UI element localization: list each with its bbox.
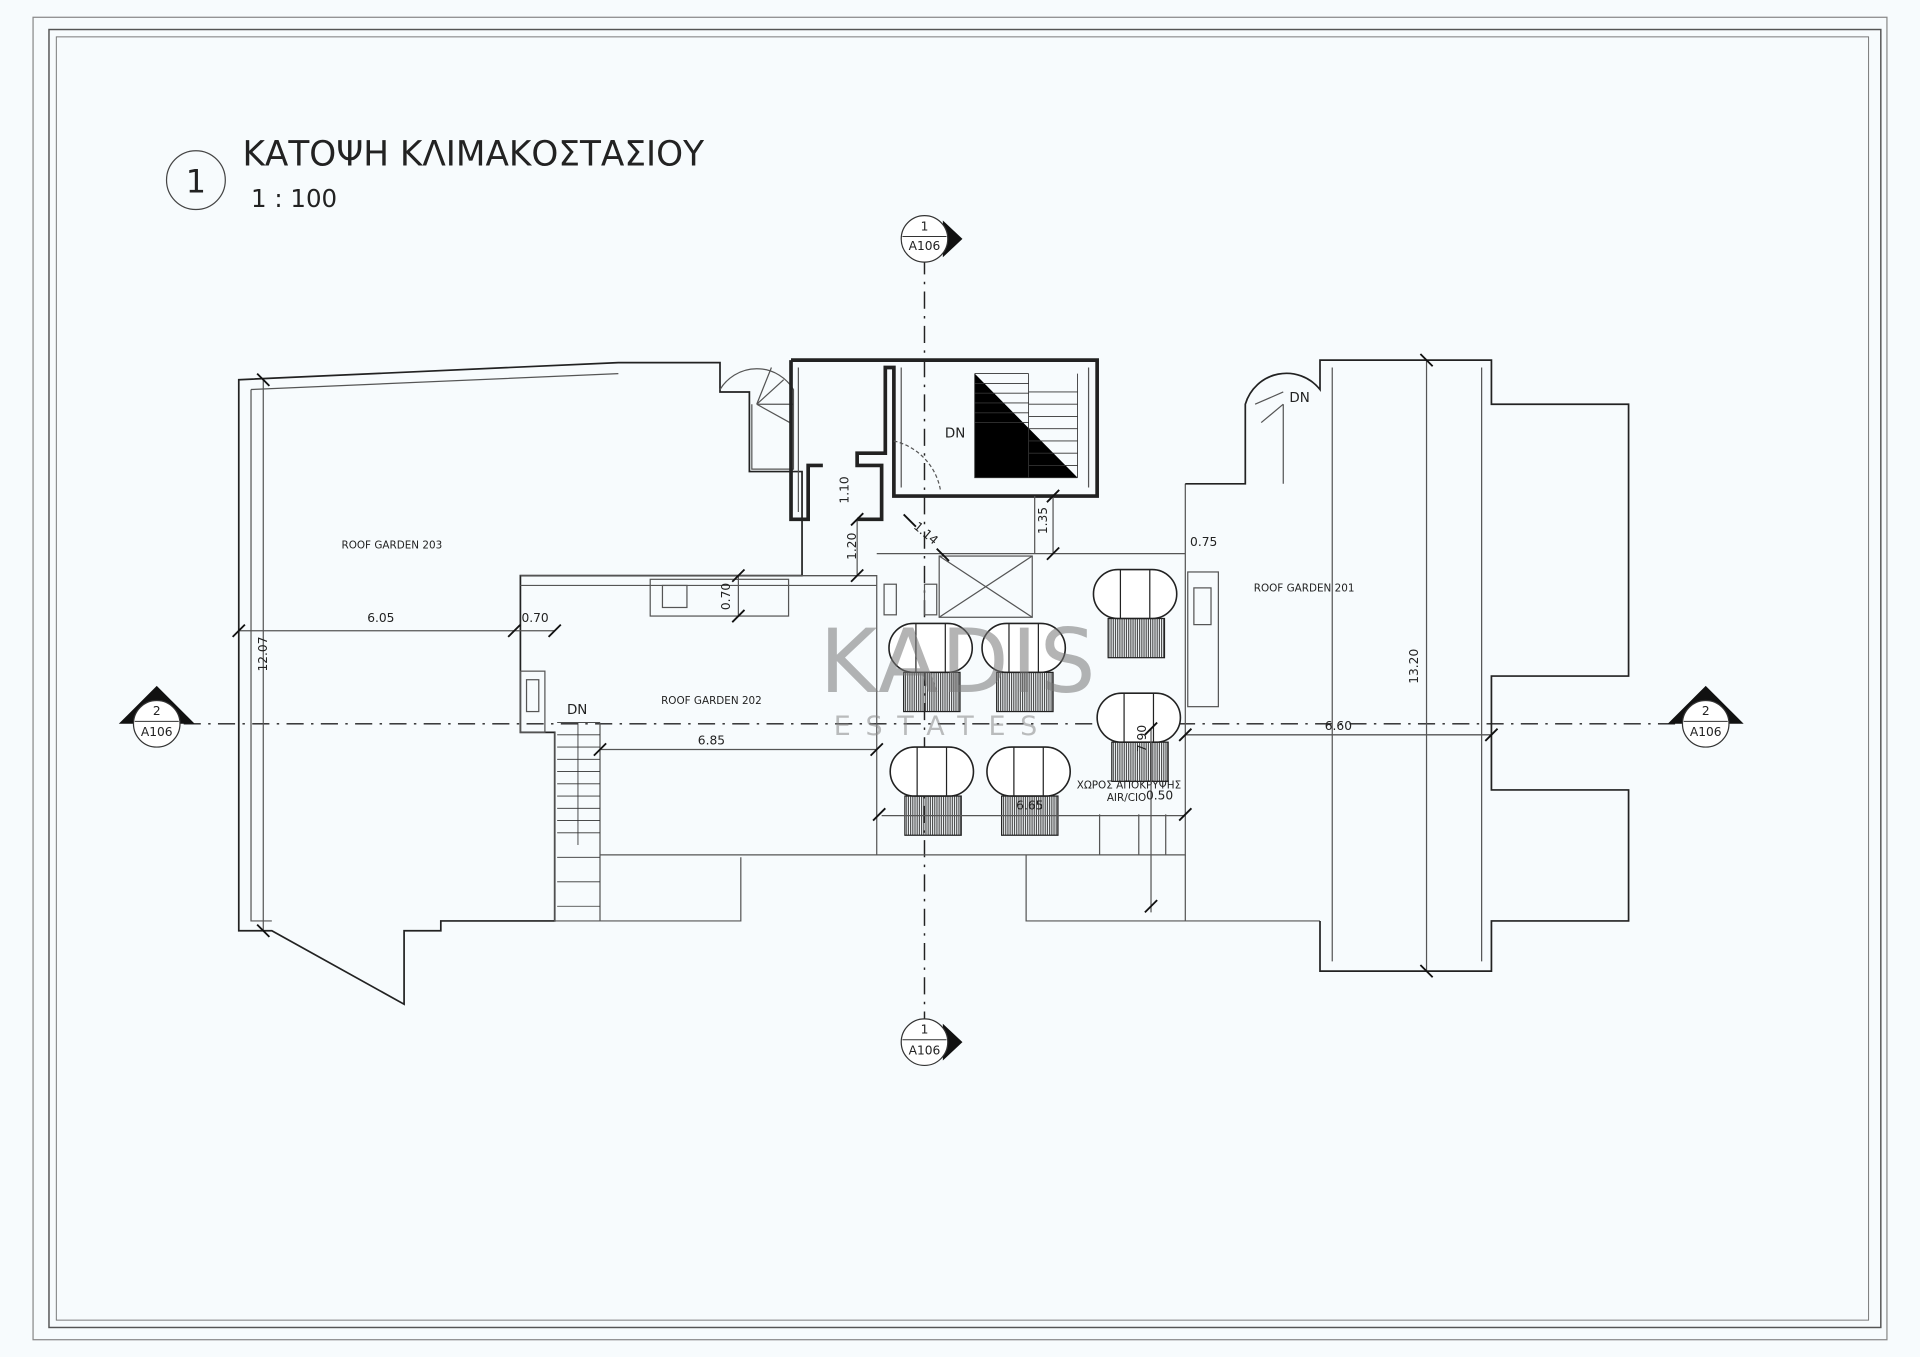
stair-dn-right-label: DN xyxy=(1289,391,1309,406)
section-marker-left[interactable]: 2 A106 xyxy=(118,685,195,748)
dim-110: 1.10 xyxy=(838,476,852,503)
aircon-area xyxy=(802,483,1320,922)
view-number: 1 xyxy=(186,162,206,200)
drawing-title: ΚΑΤΟΨΗ ΚΛΙΜΑΚΟΣΤΑΣΙΟΥ xyxy=(242,134,704,174)
sheet-frame xyxy=(48,28,1882,1329)
roof-garden-201-outline: DN xyxy=(1185,359,1630,973)
dimension-lines xyxy=(232,353,1499,978)
marker-sheet: A106 xyxy=(909,239,941,253)
marker-sheet: A106 xyxy=(1690,725,1722,739)
dim-685: 6.85 xyxy=(698,734,725,748)
dim-790: 7.90 xyxy=(1135,725,1149,752)
marker-number: 1 xyxy=(921,219,929,233)
dim-1320: 13.20 xyxy=(1407,649,1421,684)
marker-number: 2 xyxy=(153,704,161,718)
marker-sheet: A106 xyxy=(141,725,173,739)
stair-dn-label: DN xyxy=(945,426,965,441)
aircon-unit xyxy=(888,622,974,713)
watermark-sub: ESTATES xyxy=(834,711,1052,742)
marker-sheet: A106 xyxy=(909,1043,941,1057)
dim-070-sink: 0.70 xyxy=(719,583,733,610)
aircon-unit xyxy=(986,746,1071,836)
view-number-circle xyxy=(165,150,226,211)
section-marker-right[interactable]: 2 A106 xyxy=(1667,685,1744,748)
dim-660: 6.60 xyxy=(1325,719,1352,733)
dim-1207: 12.07 xyxy=(256,636,270,671)
dim-050: 0.50 xyxy=(1146,789,1173,803)
dim-070-left: 0.70 xyxy=(521,611,548,625)
marker-number: 1 xyxy=(921,1023,929,1037)
spiral-stair-left xyxy=(719,367,795,470)
watermark-logo: KADIS ESTATES xyxy=(819,610,1098,742)
stair-dn-left-label: DN xyxy=(567,703,587,718)
dim-075: 0.75 xyxy=(1190,535,1217,549)
aircon-label-line1: ΧΩΡΟΣ ΑΠΟΚΡΥΨΗΣ xyxy=(1077,780,1181,792)
dim-114: 1.14 xyxy=(911,519,941,547)
sheet-outer-border xyxy=(32,16,1888,1341)
dim-605: 6.05 xyxy=(367,611,394,625)
aircon-units xyxy=(888,568,1182,836)
dim-135: 1.35 xyxy=(1036,507,1050,534)
room-label-garden-203: ROOF GARDEN 203 xyxy=(341,540,442,552)
aircon-unit xyxy=(889,746,975,836)
section-marker-top[interactable]: 1 A106 xyxy=(900,215,963,263)
sheet-inner-frame xyxy=(55,36,1870,1321)
marker-number: 2 xyxy=(1702,704,1710,718)
room-label-garden-201: ROOF GARDEN 201 xyxy=(1254,583,1355,595)
dim-665: 6.65 xyxy=(1016,799,1043,813)
watermark-brand: KADIS xyxy=(819,610,1098,713)
aircon-unit xyxy=(981,622,1067,713)
aircon-unit xyxy=(1096,692,1182,782)
room-label-garden-202: ROOF GARDEN 202 xyxy=(661,695,762,707)
section-marker-bottom[interactable]: 1 A106 xyxy=(900,1018,963,1067)
aircon-label-line2: AIR/CIO xyxy=(1107,792,1146,804)
drawing-scale: 1 : 100 xyxy=(251,184,337,213)
aircon-unit xyxy=(1092,568,1178,659)
dim-120: 1.20 xyxy=(845,533,859,560)
